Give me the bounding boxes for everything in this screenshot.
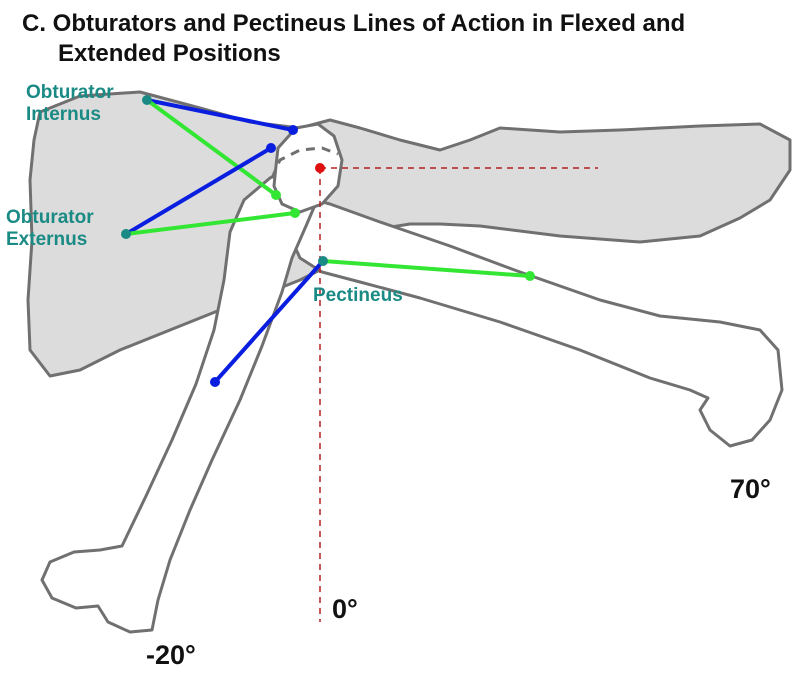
obturator-internus-blue-insertion-dot <box>288 125 298 135</box>
angle-label-neutral: 0° <box>332 594 358 624</box>
obturator-externus-label-line-2: Externus <box>6 229 88 250</box>
obturator-externus-lines <box>124 146 297 236</box>
obturator-internus-origin-dot <box>142 95 152 105</box>
obturator-internus-label: Obturator Internus <box>26 82 114 126</box>
angle-label-extended: -20° <box>146 640 196 670</box>
obturator-externus-origin-dot <box>121 229 131 239</box>
pectineus-origin-dot <box>318 256 328 266</box>
figure-title-line-1: C. Obturators and Pectineus Lines of Act… <box>22 10 686 37</box>
obturator-internus-blue-line <box>145 98 295 132</box>
femoral-head <box>272 122 344 214</box>
obturator-internus-green-line <box>145 98 278 197</box>
pectineus-blue-insertion-dot <box>210 377 220 387</box>
obturator-internus-green-insertion-dot <box>271 190 281 200</box>
pectineus-green-line <box>321 259 532 278</box>
obturator-externus-green-insertion-dot <box>290 208 300 218</box>
femur-extended <box>40 166 322 634</box>
obturator-externus-label: Obturator Externus <box>6 207 94 251</box>
obturator-externus-blue-line <box>124 146 273 236</box>
figure-title-line-2: Extended Positions <box>58 40 281 67</box>
femur-flexed <box>288 194 784 448</box>
obturator-externus-green-line <box>124 211 297 236</box>
pectineus-label: Pectineus <box>313 285 403 306</box>
pectineus-green-insertion-dot <box>525 271 535 281</box>
acetabulum-rim <box>270 146 339 179</box>
angle-label-flexed: 70° <box>730 474 771 504</box>
pectineus-lines <box>213 259 532 384</box>
obturator-internus-label-line-1: Obturator <box>26 82 114 103</box>
obturator-externus-blue-insertion-dot <box>266 143 276 153</box>
hip-joint-center-dot <box>315 163 325 173</box>
obturator-externus-label-line-1: Obturator <box>6 207 94 228</box>
obturator-internus-lines <box>145 98 295 197</box>
obturator-internus-label-line-2: Internus <box>26 104 101 125</box>
pectineus-blue-line <box>213 259 325 384</box>
